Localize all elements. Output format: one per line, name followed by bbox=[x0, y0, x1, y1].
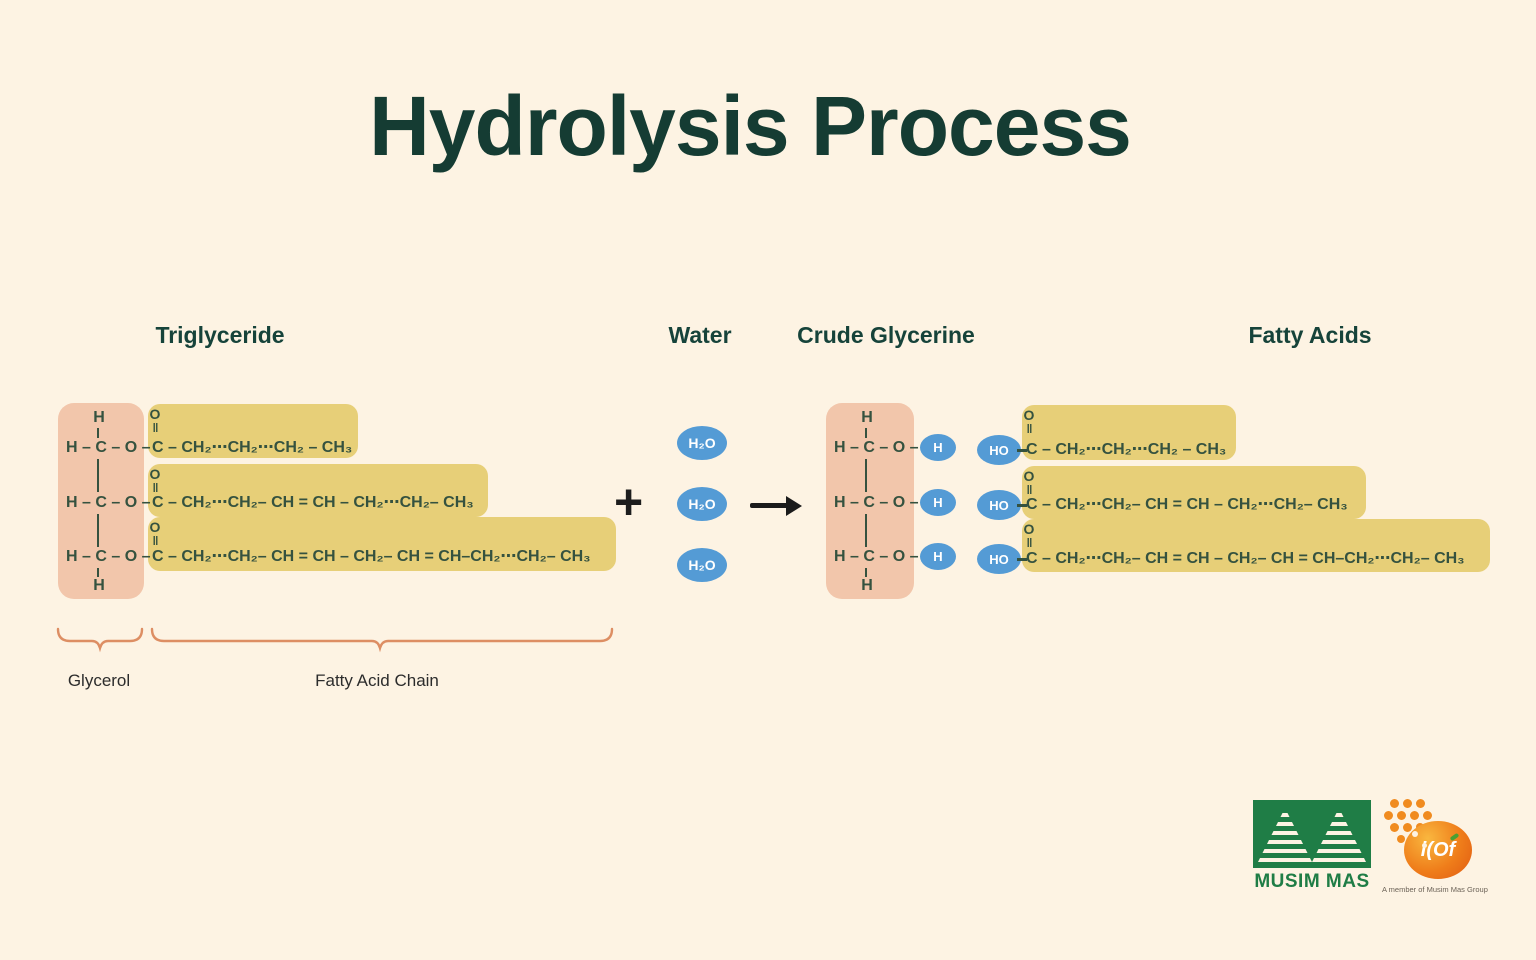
double-bond-icon: ‖ bbox=[1026, 422, 1033, 436]
glycerine-backbone-highlight bbox=[826, 403, 914, 599]
bond-line bbox=[865, 428, 867, 438]
fatty-acid-highlight-2 bbox=[1022, 466, 1366, 519]
musim-mas-logo: MUSIM MAS bbox=[1253, 800, 1371, 896]
hydrogen-badge: H bbox=[920, 434, 956, 461]
chain-formula-3: C – CH₂⋯CH₂– CH = CH – CH₂– CH = CH–CH₂⋯… bbox=[152, 548, 591, 565]
icof-white-dot bbox=[1412, 831, 1418, 837]
label-glycerol: Glycerol bbox=[67, 671, 131, 690]
glycerine-row-1: H – C – O – bbox=[834, 439, 919, 456]
bond-line bbox=[1017, 504, 1027, 507]
carbonyl-oxygen: O bbox=[1023, 468, 1035, 484]
carbonyl-oxygen: O bbox=[149, 466, 161, 482]
fatty-acid-highlight-3 bbox=[1022, 519, 1490, 572]
backbone-row-3: H – C – O – bbox=[66, 548, 151, 565]
fatty-chain-highlight-1 bbox=[148, 404, 358, 458]
bond-line bbox=[97, 568, 99, 577]
brace-fatty-acid-chain bbox=[150, 627, 614, 653]
bond-line bbox=[865, 459, 867, 492]
chain-formula-1: C – CH₂⋯CH₂⋯CH₂ – CH₃ bbox=[152, 439, 353, 456]
icof-emblem: i(Of bbox=[1404, 821, 1472, 879]
double-bond-icon: ‖ bbox=[152, 481, 159, 495]
fatty-chain-highlight-2 bbox=[148, 464, 488, 517]
double-bond-icon: ‖ bbox=[1026, 536, 1033, 550]
backbone-row-2: H – C – O – bbox=[66, 494, 151, 511]
bond-line bbox=[1017, 558, 1027, 561]
carbonyl-oxygen: O bbox=[149, 519, 161, 535]
water-molecule: H₂O bbox=[677, 487, 727, 521]
fatty-chain-highlight-3 bbox=[148, 517, 616, 571]
backbone-bottom-hydrogen: H bbox=[861, 577, 873, 594]
hydroxyl-badge: HO bbox=[977, 544, 1021, 574]
musim-mas-triangle-left bbox=[1257, 808, 1313, 864]
backbone-top-hydrogen: H bbox=[861, 409, 873, 426]
water-molecule: H₂O bbox=[677, 548, 727, 582]
fatty-acid-formula-3: C – CH₂⋯CH₂– CH = CH – CH₂– CH = CH–CH₂⋯… bbox=[1026, 550, 1465, 567]
page-title: Hydrolysis Process bbox=[369, 79, 1132, 173]
backbone-bottom-hydrogen: H bbox=[93, 577, 105, 594]
arrow-shaft bbox=[750, 503, 788, 508]
water-molecule: H₂O bbox=[677, 426, 727, 460]
header-crude-glycerine: Crude Glycerine bbox=[797, 322, 975, 348]
icof-white-dot bbox=[1422, 843, 1427, 848]
musim-mas-emblem bbox=[1253, 800, 1371, 868]
bond-line bbox=[97, 459, 99, 492]
glycerine-row-2: H – C – O – bbox=[834, 494, 919, 511]
musim-mas-wordmark: MUSIM MAS bbox=[1254, 871, 1370, 892]
bond-line bbox=[865, 568, 867, 577]
hydrogen-badge: H bbox=[920, 489, 956, 516]
chain-formula-2: C – CH₂⋯CH₂– CH = CH – CH₂⋯CH₂– CH₃ bbox=[152, 494, 474, 511]
icof-caption: A member of Musim Mas Group bbox=[1382, 885, 1488, 894]
bond-line bbox=[1017, 449, 1027, 452]
arrow-head bbox=[786, 495, 802, 516]
icof-wordmark: i(Of bbox=[1420, 838, 1456, 861]
carbonyl-oxygen: O bbox=[149, 406, 161, 422]
hydroxyl-badge: HO bbox=[977, 435, 1021, 465]
musim-mas-triangle-right bbox=[1311, 808, 1367, 864]
glycerine-row-3: H – C – O – bbox=[834, 548, 919, 565]
header-water: Water bbox=[668, 322, 732, 348]
double-bond-icon: ‖ bbox=[152, 534, 159, 548]
bond-line bbox=[97, 428, 99, 438]
double-bond-icon: ‖ bbox=[152, 421, 159, 435]
hydroxyl-badge: HO bbox=[977, 490, 1021, 520]
plus-sign: + bbox=[614, 474, 644, 530]
glycerol-backbone-highlight bbox=[58, 403, 144, 599]
bond-line bbox=[97, 514, 99, 547]
backbone-top-hydrogen: H bbox=[93, 409, 105, 426]
carbonyl-oxygen: O bbox=[1023, 521, 1035, 537]
carbonyl-oxygen: O bbox=[1023, 407, 1035, 423]
hydrogen-badge: H bbox=[920, 543, 956, 570]
header-triglyceride: Triglyceride bbox=[155, 322, 285, 348]
fatty-acid-formula-2: C – CH₂⋯CH₂– CH = CH – CH₂⋯CH₂– CH₃ bbox=[1026, 496, 1348, 513]
fatty-acid-highlight-1 bbox=[1022, 405, 1236, 460]
bond-line bbox=[865, 514, 867, 547]
label-fatty-acid-chain: Fatty Acid Chain bbox=[315, 671, 439, 690]
brace-graphics bbox=[56, 627, 614, 653]
double-bond-icon: ‖ bbox=[1026, 483, 1033, 497]
header-fatty-acids: Fatty Acids bbox=[1248, 322, 1372, 348]
fatty-acid-formula-1: C – CH₂⋯CH₂⋯CH₂ – CH₃ bbox=[1026, 441, 1227, 458]
brace-glycerol bbox=[56, 627, 144, 653]
icof-logo: i(Of A member of Musim Mas Group bbox=[1382, 797, 1492, 897]
reaction-arrow-icon bbox=[750, 495, 804, 516]
backbone-row-1: H – C – O – bbox=[66, 439, 151, 456]
